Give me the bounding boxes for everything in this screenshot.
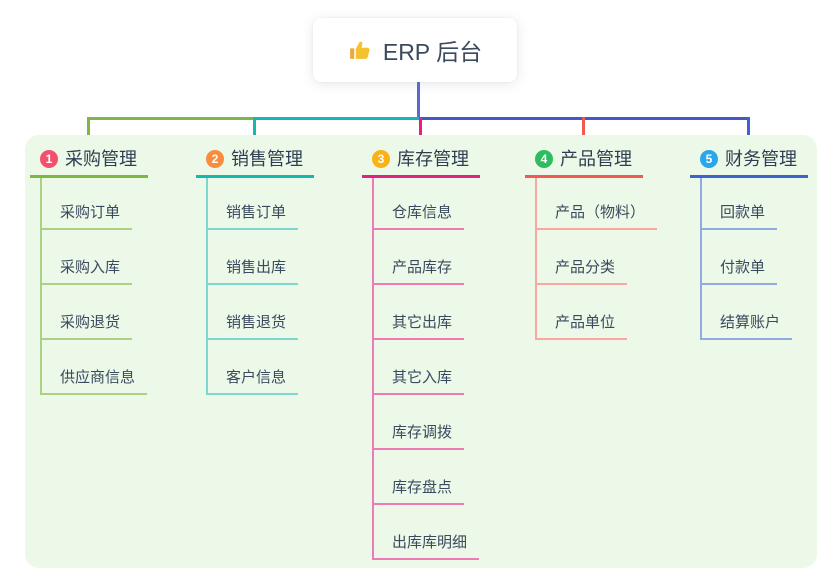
branch-column-1: 1 采购管理采购订单采购入库采购退货供应商信息 xyxy=(30,148,148,395)
branch-label: 产品管理 xyxy=(560,149,632,169)
root-title: ERP 后台 xyxy=(382,39,483,65)
connector-branch-drop-1 xyxy=(86,117,90,146)
child-row: 采购退货 xyxy=(42,285,147,340)
branch-children: 销售订单销售出库销售退货客户信息 xyxy=(206,178,299,395)
branch-label: 库存管理 xyxy=(397,149,469,169)
branch-number-badge: 4 xyxy=(535,150,553,168)
child-node[interactable]: 出库库明细 xyxy=(374,534,480,560)
child-node[interactable]: 产品单位 xyxy=(537,314,628,340)
child-node[interactable]: 产品库存 xyxy=(374,259,465,285)
child-node[interactable]: 结算账户 xyxy=(702,314,793,340)
child-row: 结算账户 xyxy=(702,285,793,340)
branch-number-badge: 1 xyxy=(40,150,58,168)
child-node[interactable]: 采购订单 xyxy=(42,204,133,230)
child-row: 其它出库 xyxy=(374,285,479,340)
child-row: 出库库明细 xyxy=(374,505,480,560)
branch-header[interactable]: 4 产品管理 xyxy=(525,148,643,178)
branch-header[interactable]: 2 销售管理 xyxy=(196,148,314,178)
child-row: 产品（物料） xyxy=(537,178,658,230)
child-node[interactable]: 客户信息 xyxy=(208,369,299,395)
connector-branch-drop-5 xyxy=(746,117,750,146)
child-node[interactable]: 采购入库 xyxy=(42,259,133,285)
child-row: 供应商信息 xyxy=(42,340,148,395)
child-node[interactable]: 销售订单 xyxy=(208,204,299,230)
child-node[interactable]: 产品（物料） xyxy=(537,204,658,230)
branch-number-badge: 2 xyxy=(206,150,224,168)
branches-panel xyxy=(25,135,817,568)
child-node[interactable]: 回款单 xyxy=(702,204,778,230)
branch-label: 财务管理 xyxy=(725,149,797,169)
child-node[interactable]: 库存盘点 xyxy=(374,479,465,505)
child-row: 采购订单 xyxy=(42,178,147,230)
connector-hub-middle xyxy=(252,117,422,120)
child-row: 库存调拨 xyxy=(374,395,479,450)
child-node[interactable]: 付款单 xyxy=(702,259,778,285)
child-row: 销售订单 xyxy=(208,178,299,230)
child-node[interactable]: 销售出库 xyxy=(208,259,299,285)
branch-column-4: 4 产品管理产品（物料） 产品分类产品单位 xyxy=(525,148,658,340)
child-row: 付款单 xyxy=(702,230,792,285)
child-node[interactable]: 其它出库 xyxy=(374,314,465,340)
child-row: 库存盘点 xyxy=(374,450,479,505)
branch-header[interactable]: 3 库存管理 xyxy=(362,148,480,178)
child-row: 销售出库 xyxy=(208,230,299,285)
root-node[interactable]: ERP 后台 xyxy=(313,18,517,82)
child-node[interactable]: 供应商信息 xyxy=(42,369,148,395)
branch-column-2: 2 销售管理销售订单销售出库销售退货客户信息 xyxy=(196,148,314,395)
child-node[interactable]: 产品分类 xyxy=(537,259,628,285)
connector-branch-drop-4 xyxy=(581,117,585,146)
branch-label: 采购管理 xyxy=(65,149,137,169)
branch-header[interactable]: 5 财务管理 xyxy=(690,148,808,178)
child-node[interactable]: 采购退货 xyxy=(42,314,133,340)
child-node[interactable]: 库存调拨 xyxy=(374,424,465,450)
branch-children: 采购订单采购入库采购退货供应商信息 xyxy=(40,178,148,395)
branch-children: 仓库信息产品库存其它出库其它入库库存调拨库存盘点出库库明细 xyxy=(372,178,480,560)
thumbs-up-icon xyxy=(348,38,373,63)
branch-column-5: 5 财务管理回款单付款单结算账户 xyxy=(690,148,808,340)
branch-column-3: 3 库存管理仓库信息产品库存其它出库其它入库库存调拨库存盘点出库库明细 xyxy=(362,148,480,560)
branch-header[interactable]: 1 采购管理 xyxy=(30,148,148,178)
branch-label: 销售管理 xyxy=(231,149,303,169)
child-row: 销售退货 xyxy=(208,285,299,340)
connector-branch-drop-3 xyxy=(418,117,422,146)
connector-hub-left xyxy=(86,117,256,120)
child-row: 产品单位 xyxy=(537,285,657,340)
child-row: 回款单 xyxy=(702,178,792,230)
connector-root-drop xyxy=(417,82,420,117)
child-node[interactable]: 仓库信息 xyxy=(374,204,465,230)
child-row: 客户信息 xyxy=(208,340,299,395)
child-row: 仓库信息 xyxy=(374,178,479,230)
child-node[interactable]: 其它入库 xyxy=(374,369,465,395)
child-row: 产品库存 xyxy=(374,230,479,285)
branch-children: 回款单付款单结算账户 xyxy=(700,178,793,340)
child-row: 产品分类 xyxy=(537,230,657,285)
child-row: 采购入库 xyxy=(42,230,147,285)
branch-number-badge: 3 xyxy=(372,150,390,168)
branch-number-badge: 5 xyxy=(700,150,718,168)
connector-branch-drop-2 xyxy=(252,117,256,146)
child-node[interactable]: 销售退货 xyxy=(208,314,299,340)
child-row: 其它入库 xyxy=(374,340,479,395)
branch-children: 产品（物料） 产品分类产品单位 xyxy=(535,178,658,340)
